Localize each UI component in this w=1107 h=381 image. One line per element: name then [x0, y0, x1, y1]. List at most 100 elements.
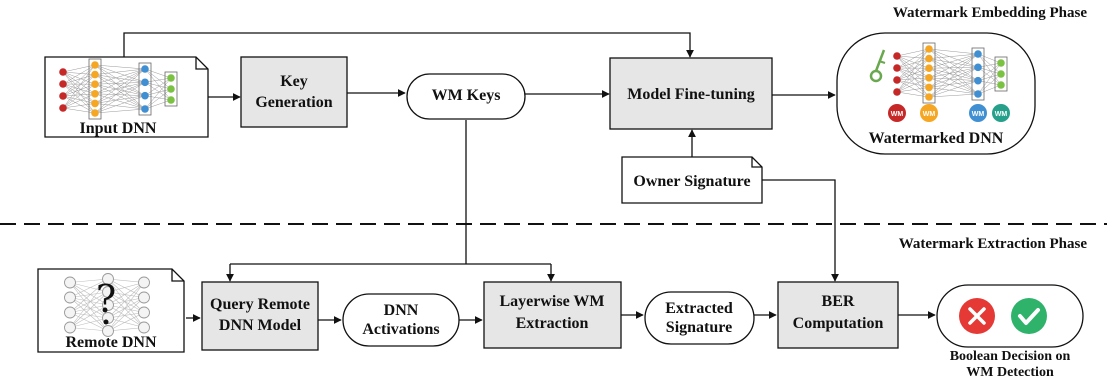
network-connection	[896, 48, 930, 81]
network-connection	[107, 278, 145, 298]
network-connection	[928, 67, 979, 98]
network-connection	[107, 297, 145, 319]
network-connection	[977, 67, 1002, 75]
network-connection	[928, 67, 979, 79]
network-connection	[977, 53, 1002, 64]
wm-badge-text: WM	[972, 111, 985, 118]
network-neuron	[974, 76, 982, 85]
network-connection	[107, 297, 145, 306]
network-connection	[62, 93, 96, 109]
network-connection	[94, 93, 146, 96]
network-connection	[69, 312, 109, 332]
network-connection	[62, 107, 96, 114]
watermarked-network-icon	[893, 42, 1008, 104]
network-connection	[144, 95, 172, 101]
network-connection	[94, 108, 146, 114]
network-connection	[896, 87, 930, 93]
network-connection	[69, 282, 109, 306]
remote-dnn-node: ? Remote DNN	[37, 268, 185, 353]
network-connection	[928, 93, 979, 98]
network-connection	[896, 58, 930, 69]
network-connection	[94, 74, 146, 83]
network-connection	[94, 95, 146, 104]
network-connection	[62, 93, 96, 97]
network-neuron	[167, 96, 175, 104]
embedding-phase-title: Watermark Embedding Phase	[893, 5, 1088, 21]
network-neuron	[141, 91, 149, 100]
dnn-activations-node: DNN Activations	[342, 293, 460, 347]
network-connection	[107, 297, 145, 332]
network-neuron	[925, 54, 933, 63]
network-neuron	[138, 291, 150, 304]
network-connection	[94, 64, 146, 70]
model-finetuning-label: Model Fine-tuning	[627, 86, 755, 103]
network-connection	[94, 68, 146, 114]
network-connection	[94, 83, 146, 96]
wm-badge-text: WM	[923, 111, 936, 118]
ber-computation-label-line2: Computation	[793, 315, 884, 332]
layerwise-extraction-label-line2: Extraction	[516, 315, 589, 332]
extracted-signature-pill	[644, 291, 755, 345]
network-connection	[62, 71, 96, 75]
network-connection	[977, 80, 1002, 86]
network-neuron	[925, 64, 933, 72]
layer-frame	[138, 62, 152, 116]
network-neuron	[893, 76, 901, 84]
owner-signature-node: Owner Signature	[621, 156, 763, 204]
network-connection	[107, 304, 145, 328]
ber-computation-label-line1: BER	[822, 293, 855, 310]
network-connection	[977, 67, 1002, 86]
network-connection	[144, 99, 172, 110]
watermarked-dnn-container	[836, 32, 1036, 155]
network-neuron	[997, 59, 1005, 67]
network-neuron	[91, 70, 99, 79]
watermarked-dnn-node: WM WM WM WM Watermarked DNN	[836, 32, 1036, 155]
layerwise-extraction-node: Layerwise WM Extraction	[483, 281, 622, 349]
network-connection	[144, 88, 172, 96]
wm-keys-pill	[406, 73, 526, 120]
network-connection	[69, 291, 109, 328]
remote-dnn-label: Remote DNN	[65, 334, 157, 351]
network-neuron	[997, 81, 1005, 89]
wm-badge-text: WM	[891, 111, 904, 118]
network-neuron	[997, 70, 1005, 78]
network-connection	[928, 53, 979, 59]
model-finetuning-box	[609, 57, 773, 130]
network-neuron	[64, 291, 76, 304]
owner-signature-label: Owner Signature	[633, 173, 750, 190]
network-connection	[107, 312, 145, 319]
document-fold	[171, 269, 184, 282]
network-connection	[928, 67, 979, 69]
network-connection	[896, 55, 930, 88]
network-connection	[62, 71, 96, 85]
input-dnn-document	[44, 56, 209, 138]
network-connection	[69, 278, 109, 328]
network-neuron	[91, 109, 99, 117]
query-remote-label-line1: Query Remote	[210, 296, 310, 313]
network-neuron	[141, 105, 149, 113]
network-connection	[896, 48, 930, 93]
input-dnn-label: Input DNN	[80, 120, 157, 137]
layerwise-extraction-box	[483, 281, 622, 349]
owner-signature-document	[621, 156, 763, 204]
network-connection	[94, 95, 146, 114]
network-connection	[62, 83, 96, 109]
network-connection	[94, 74, 146, 110]
network-connection	[107, 278, 145, 313]
network-connection	[144, 68, 172, 101]
network-neuron	[167, 74, 175, 82]
network-connection	[107, 291, 145, 313]
network-connection	[94, 68, 146, 85]
network-connection	[896, 55, 930, 69]
network-neuron	[974, 90, 982, 98]
document-fold	[195, 57, 208, 70]
network-connection	[94, 82, 146, 95]
network-connection	[69, 282, 109, 319]
extraction-phase-title: Watermark Extraction Phase	[899, 236, 1088, 252]
reject-icon	[959, 298, 995, 334]
network-connection	[896, 67, 930, 81]
network-connection	[69, 304, 109, 313]
network-connection	[107, 291, 145, 298]
network-connection	[977, 62, 1002, 95]
network-connection	[928, 48, 979, 95]
